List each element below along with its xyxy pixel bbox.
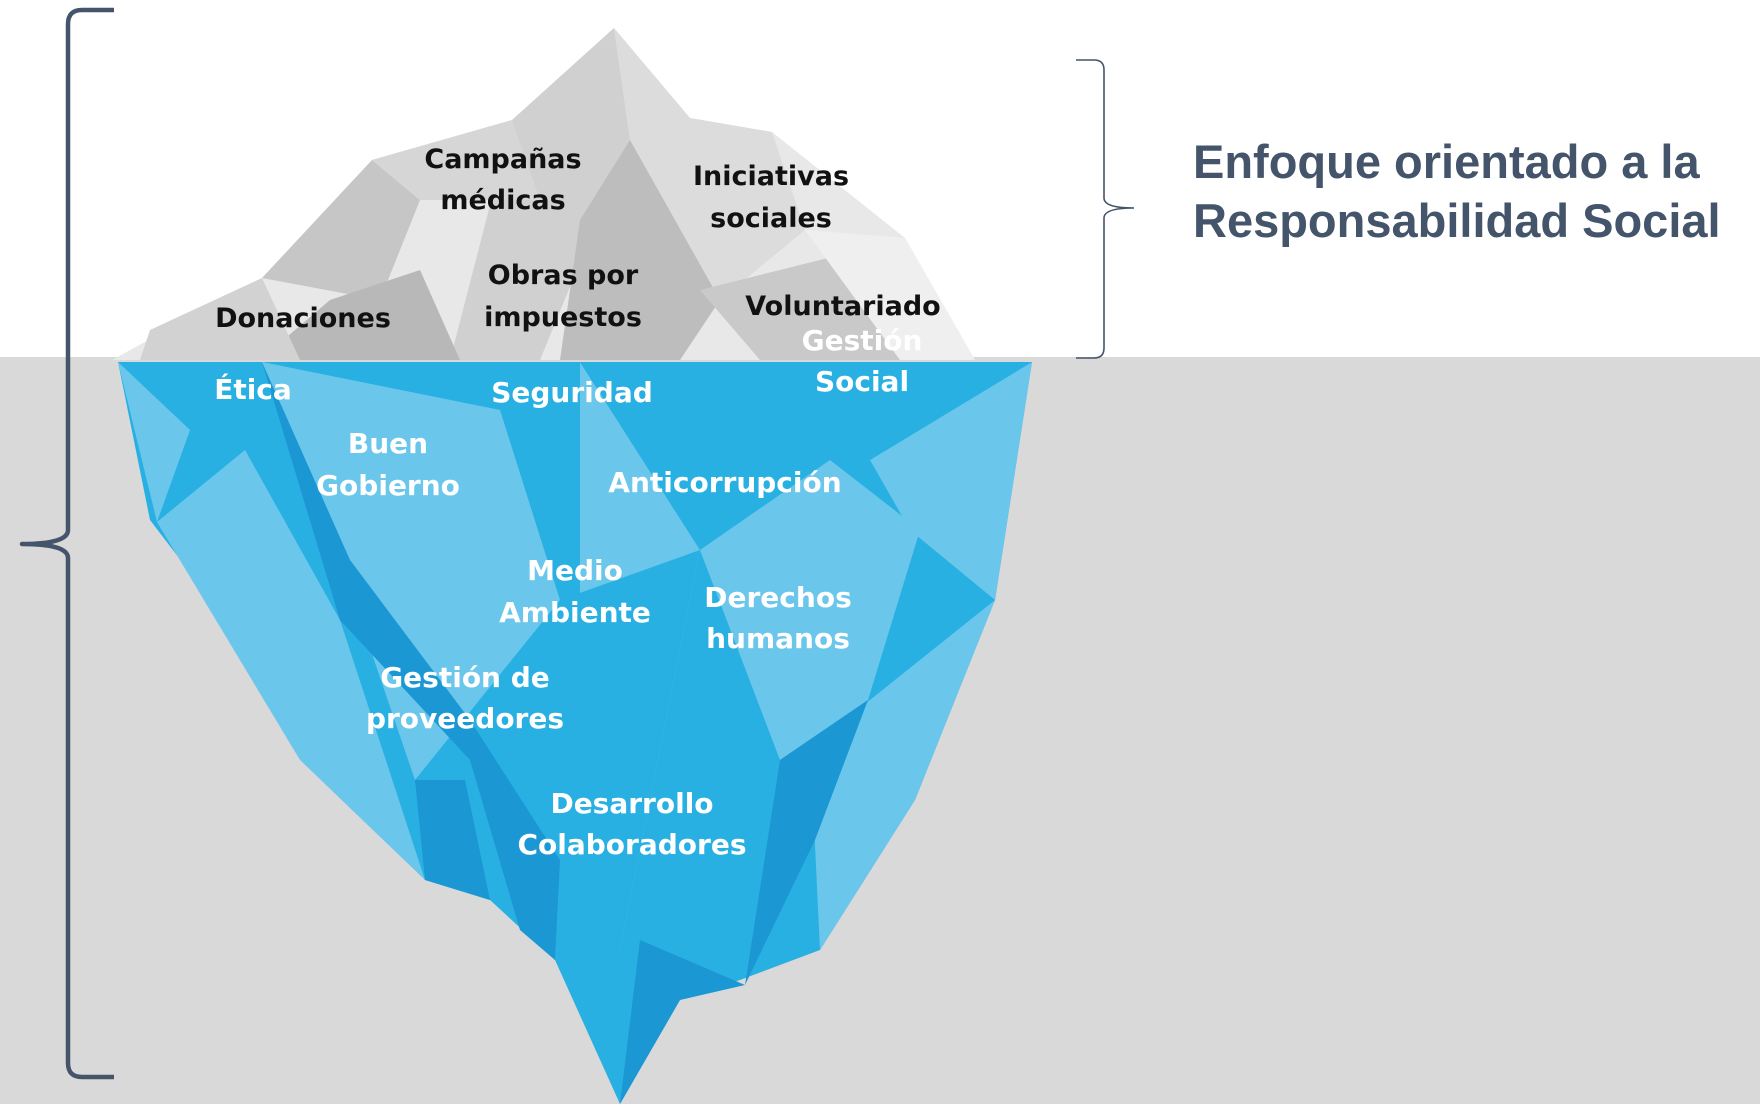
label-etica: Ética [214, 372, 292, 406]
label-derechos-humanos-l1: Derechos [704, 581, 851, 614]
heading-line1: Enfoque orientado a la [1193, 135, 1700, 188]
label-gestion-social-l1: Gestión [802, 324, 923, 357]
label-campanas-medicas-l1: Campañas [424, 144, 581, 175]
label-donaciones: Donaciones [215, 303, 391, 334]
label-medio-ambiente-l2: Ambiente [499, 596, 651, 629]
left-bracket [19, 7, 114, 1080]
label-buen-gobierno-l2: Gobierno [316, 469, 460, 502]
label-desarrollo-colaboradores-l2: Colaboradores [517, 828, 746, 861]
right-bracket [1076, 59, 1135, 359]
iceberg-tip [112, 28, 975, 360]
label-buen-gobierno-l1: Buen [348, 427, 428, 460]
label-campanas-medicas-l2: médicas [440, 185, 565, 216]
label-anticorrupcion: Anticorrupción [608, 466, 841, 499]
label-gestion-social-l2: Social [815, 365, 909, 398]
label-medio-ambiente-l1: Medio [527, 554, 623, 587]
label-gestion-proveedores-l2: proveedores [366, 702, 564, 735]
label-voluntariado: Voluntariado [745, 291, 940, 322]
heading-line2: Responsabilidad Social [1193, 194, 1721, 247]
label-iniciativas-sociales-l2: sociales [710, 203, 832, 234]
label-iniciativas-sociales-l1: Iniciativas [693, 161, 849, 192]
label-seguridad: Seguridad [491, 376, 653, 409]
label-obras-por-impuestos-l2: impuestos [484, 302, 642, 333]
label-desarrollo-colaboradores-l1: Desarrollo [550, 787, 713, 820]
label-derechos-humanos-l2: humanos [706, 622, 850, 655]
label-obras-por-impuestos-l1: Obras por [488, 260, 639, 291]
iceberg-body [118, 362, 1032, 1104]
label-gestion-proveedores-l1: Gestión de [380, 661, 550, 694]
